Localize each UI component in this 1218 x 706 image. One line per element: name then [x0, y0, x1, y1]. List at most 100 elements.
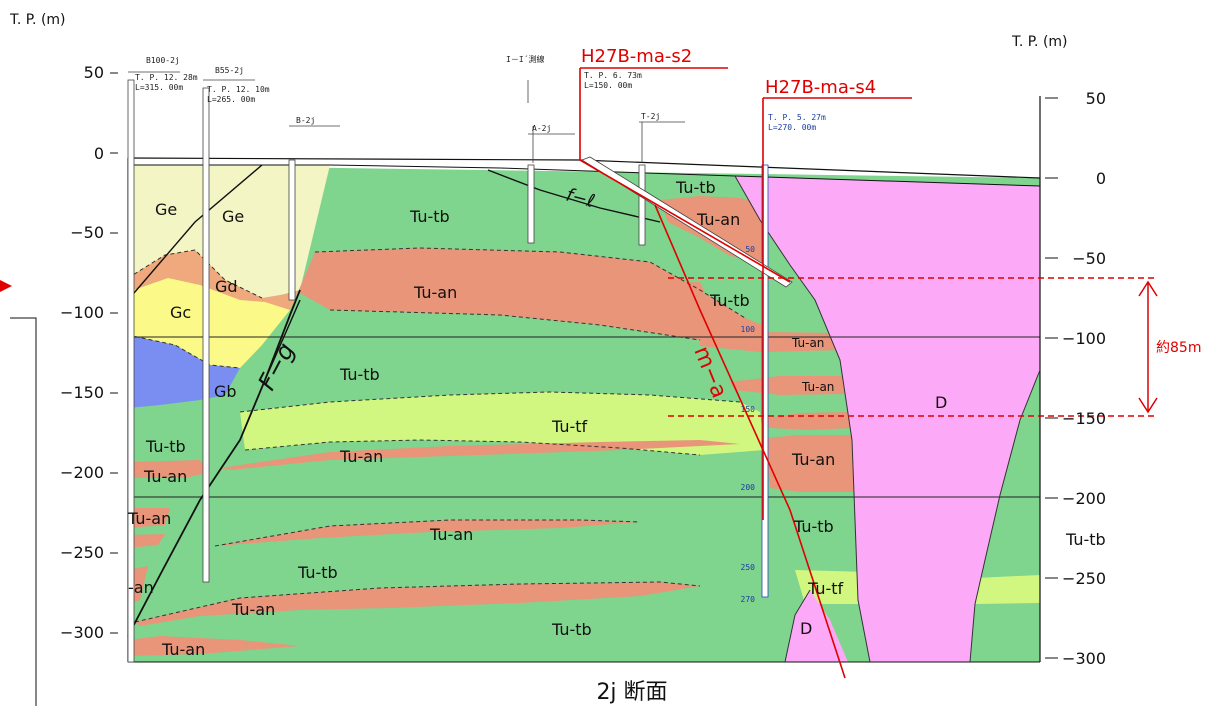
- fault-f-l: [487, 169, 661, 223]
- layer-tu-an-left5: [128, 636, 300, 656]
- unit-label: D: [935, 393, 947, 412]
- fault-f-g: [127, 289, 301, 637]
- unit-label: Tu-an: [127, 509, 171, 528]
- depth-tick: 200: [741, 483, 756, 492]
- unit-label: Tu-tb: [297, 563, 338, 582]
- unit-label: Tu-tb: [1065, 530, 1106, 549]
- axes: T. P. (m) T. P. (m) 50 0 −50 −100 −150 −…: [9, 12, 1106, 668]
- unit-label: Tu-tb: [675, 178, 716, 197]
- depth-tick: 100: [741, 325, 756, 334]
- unit-label: Tu-an: [339, 447, 383, 466]
- unit-label: Tu-an: [696, 210, 740, 229]
- unit-label: Tu-tb: [339, 365, 380, 384]
- unit-label: Tu-an: [161, 640, 205, 659]
- unit-label: Tu-tb: [793, 517, 834, 536]
- layer-gb: [128, 335, 240, 408]
- layer-ge: [128, 165, 330, 300]
- layer-tu-an-deep: [215, 520, 640, 546]
- left-tick: 50: [84, 63, 104, 82]
- right-tick: −250: [1062, 569, 1106, 588]
- unit-label: Gb: [214, 382, 237, 401]
- layer-tu-tf-main: [240, 392, 765, 455]
- left-tick: −300: [60, 623, 104, 642]
- left-tick: −150: [60, 383, 104, 402]
- unit-label: D: [800, 619, 812, 638]
- unit-label: Gc: [170, 303, 191, 322]
- layer-tu-tf-outer: [975, 575, 1040, 604]
- red-borehole-id: H27B-ma-s2: [581, 46, 692, 67]
- layer-tu-an-left3: [128, 534, 165, 548]
- layer-tu-an-bottom: [135, 582, 700, 626]
- red-borehole-id: H27B-ma-s4: [765, 77, 876, 98]
- unit-label: Tu-an: [231, 600, 275, 619]
- right-tick: −150: [1062, 409, 1106, 428]
- unit-label: Tu-an: [429, 525, 473, 544]
- unit-label: Tu-tf: [807, 579, 844, 598]
- layer-tu-an-r2: [730, 376, 848, 395]
- red-borehole-tp: T. P. 5. 27m: [768, 113, 826, 122]
- right-tick: −300: [1062, 649, 1106, 668]
- red-markers: [0, 67, 1158, 706]
- red-borehole-tp: T. P. 6. 73m: [584, 71, 642, 80]
- right-tick: −50: [1072, 249, 1106, 268]
- left-tick: 0: [94, 144, 104, 163]
- geology-layers: [128, 165, 1040, 662]
- unit-label: Tu-an: [143, 467, 187, 486]
- unit-label: Tu-tf: [551, 417, 588, 436]
- unit-label: Ge: [155, 200, 177, 219]
- layer-tu-an-main: [298, 248, 762, 345]
- left-tick: −200: [60, 463, 104, 482]
- borehole-tp: T. P. 12. 28m: [135, 73, 198, 82]
- left-tick: −250: [60, 543, 104, 562]
- right-tick: −100: [1062, 329, 1106, 348]
- unit-label: Gd: [215, 277, 238, 296]
- unit-label: Tu-an: [413, 283, 457, 302]
- unit-label: Tu-tb: [409, 207, 450, 226]
- unit-label: Tu-tb: [551, 620, 592, 639]
- left-axis-ticks: 50 0 −50 −100 −150 −200 −250 −300: [60, 63, 104, 642]
- red-borehole-length: L=150. 00m: [584, 81, 632, 90]
- unit-label: Ge: [222, 207, 244, 226]
- survey-line-label: I－I´測線: [506, 54, 544, 64]
- unit-label: Tu-an: [801, 380, 834, 394]
- borehole-id: B55-2j: [215, 66, 244, 75]
- layer-tu-an-upper-right: [660, 196, 765, 262]
- right-tick: 50: [1086, 89, 1106, 108]
- borehole-length: L=265. 00m: [207, 95, 255, 104]
- depth-tick: 150: [741, 405, 756, 414]
- borehole-labels: B100-2j T. P. 12. 28m L=315. 00m B55-2j …: [135, 54, 660, 133]
- borehole-id: B100-2j: [146, 56, 180, 65]
- borehole-id: T-2j: [641, 112, 660, 121]
- depth-annotation: 約85m: [1156, 340, 1201, 356]
- depth-tick: 250: [741, 563, 756, 572]
- unit-label: Tu-an: [791, 336, 824, 350]
- s4-depth-ticks: 50 100 150 200 250 270: [741, 245, 756, 604]
- unit-labels: Ge Ge Gd Gc Gb Tu-tb Tu-an Tu-tb Tu-tf T…: [127, 178, 1106, 659]
- layer-tu-an-left1: [128, 460, 210, 478]
- red-borehole-labels: H27B-ma-s2 T. P. 6. 73m L=150. 00m H27B-…: [581, 46, 876, 132]
- layer-d: [735, 176, 1040, 662]
- depth-tick: 270: [741, 595, 756, 604]
- borehole-id: B-2j: [296, 116, 315, 125]
- unit-label: Tu-tb: [145, 437, 186, 456]
- layer-tu-tf-r: [795, 570, 870, 604]
- section-caption: 2j 断面: [596, 680, 667, 705]
- borehole-tp: T. P. 12. 10m: [207, 85, 270, 94]
- unit-left: T. P. (m): [9, 12, 66, 28]
- unit-label: Tu-an: [791, 450, 835, 469]
- red-borehole-length: L=270. 00m: [768, 123, 816, 132]
- depth-tick: 50: [745, 245, 755, 254]
- layer-tu-an-left2: [128, 508, 170, 528]
- layer-tu-an-r4: [765, 435, 858, 492]
- borehole-length: L=315. 00m: [135, 83, 183, 92]
- right-axis-ticks: 50 0 −50 −100 −150 −200 −250 −300: [1062, 89, 1106, 668]
- unit-right: T. P. (m): [1011, 34, 1068, 50]
- unit-label: -an: [128, 578, 154, 597]
- left-tick: −50: [70, 223, 104, 242]
- unit-label: Tu-tb: [709, 291, 750, 310]
- right-tick: −200: [1062, 489, 1106, 508]
- right-tick: 0: [1096, 169, 1106, 188]
- layer-d-lower: [785, 590, 848, 662]
- left-tick: −100: [60, 303, 104, 322]
